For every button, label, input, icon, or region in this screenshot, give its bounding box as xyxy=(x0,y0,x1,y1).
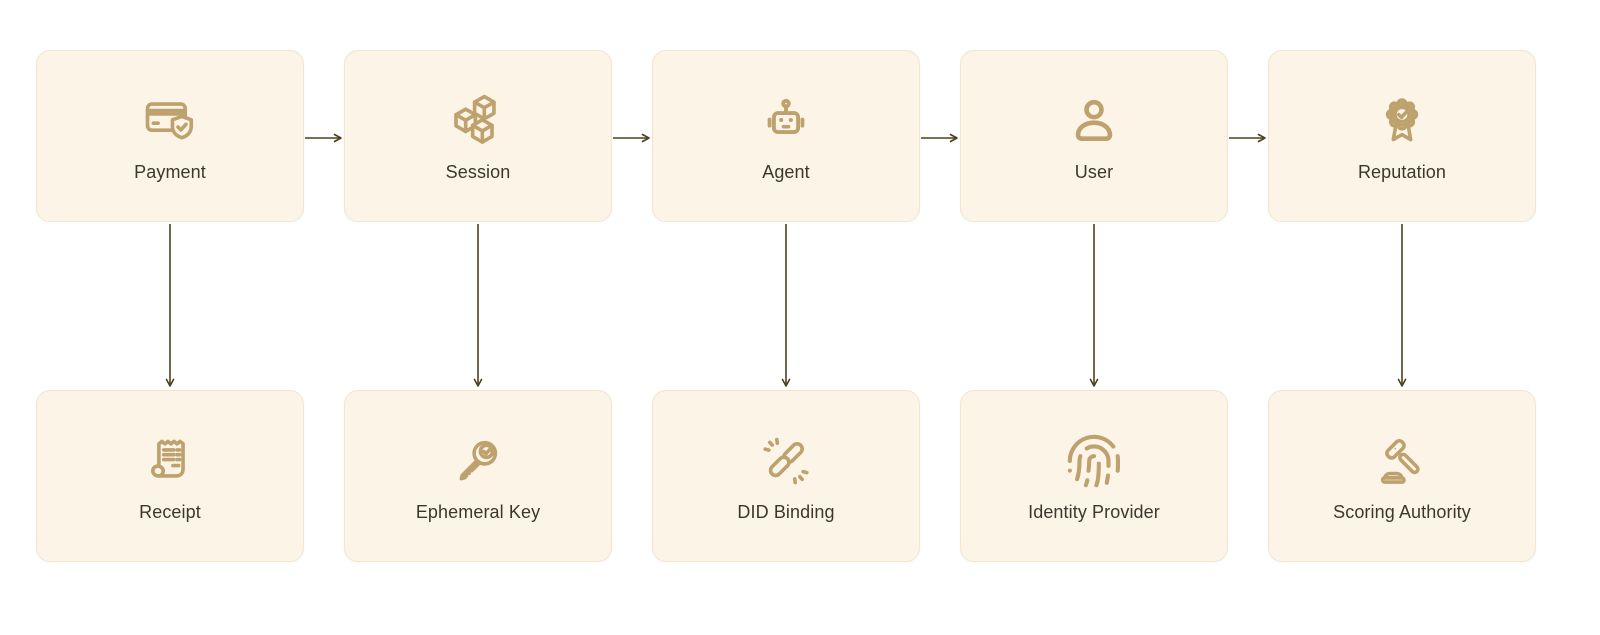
node-payment[interactable]: Payment xyxy=(36,50,304,222)
node-scoring-authority[interactable]: Scoring Authority xyxy=(1268,390,1536,562)
node-did-binding[interactable]: DID Binding xyxy=(652,390,920,562)
cubes-icon xyxy=(454,94,496,144)
node-reputation[interactable]: Reputation xyxy=(1268,50,1536,222)
node-label: Receipt xyxy=(139,501,201,522)
node-label: Payment xyxy=(134,161,206,182)
node-label: Reputation xyxy=(1357,161,1447,182)
award-badge-icon xyxy=(1385,97,1419,141)
node-label: Scoring Authority xyxy=(1333,501,1471,522)
node-identity-provider[interactable]: Identity Provider xyxy=(960,390,1228,562)
node-agent[interactable]: Agent xyxy=(652,50,920,222)
robot-icon xyxy=(767,98,805,134)
chain-link-icon xyxy=(763,437,809,484)
fingerprint-icon xyxy=(1067,434,1121,487)
receipt-icon xyxy=(151,439,185,478)
person-icon xyxy=(1075,99,1113,141)
node-label: Session xyxy=(445,161,511,182)
credit-card-shield-icon xyxy=(145,101,194,139)
node-label: Identity Provider xyxy=(1028,501,1160,522)
node-label: Agent xyxy=(762,161,810,182)
gavel-icon xyxy=(1380,438,1420,484)
node-user[interactable]: User xyxy=(960,50,1228,222)
key-check-icon xyxy=(459,440,498,480)
node-receipt[interactable]: Receipt xyxy=(36,390,304,562)
node-ephemeral-key[interactable]: Ephemeral Key xyxy=(344,390,612,562)
node-label: User xyxy=(1074,161,1114,182)
node-label: Ephemeral Key xyxy=(415,501,541,522)
node-label: DID Binding xyxy=(737,501,835,522)
node-session[interactable]: Session xyxy=(344,50,612,222)
